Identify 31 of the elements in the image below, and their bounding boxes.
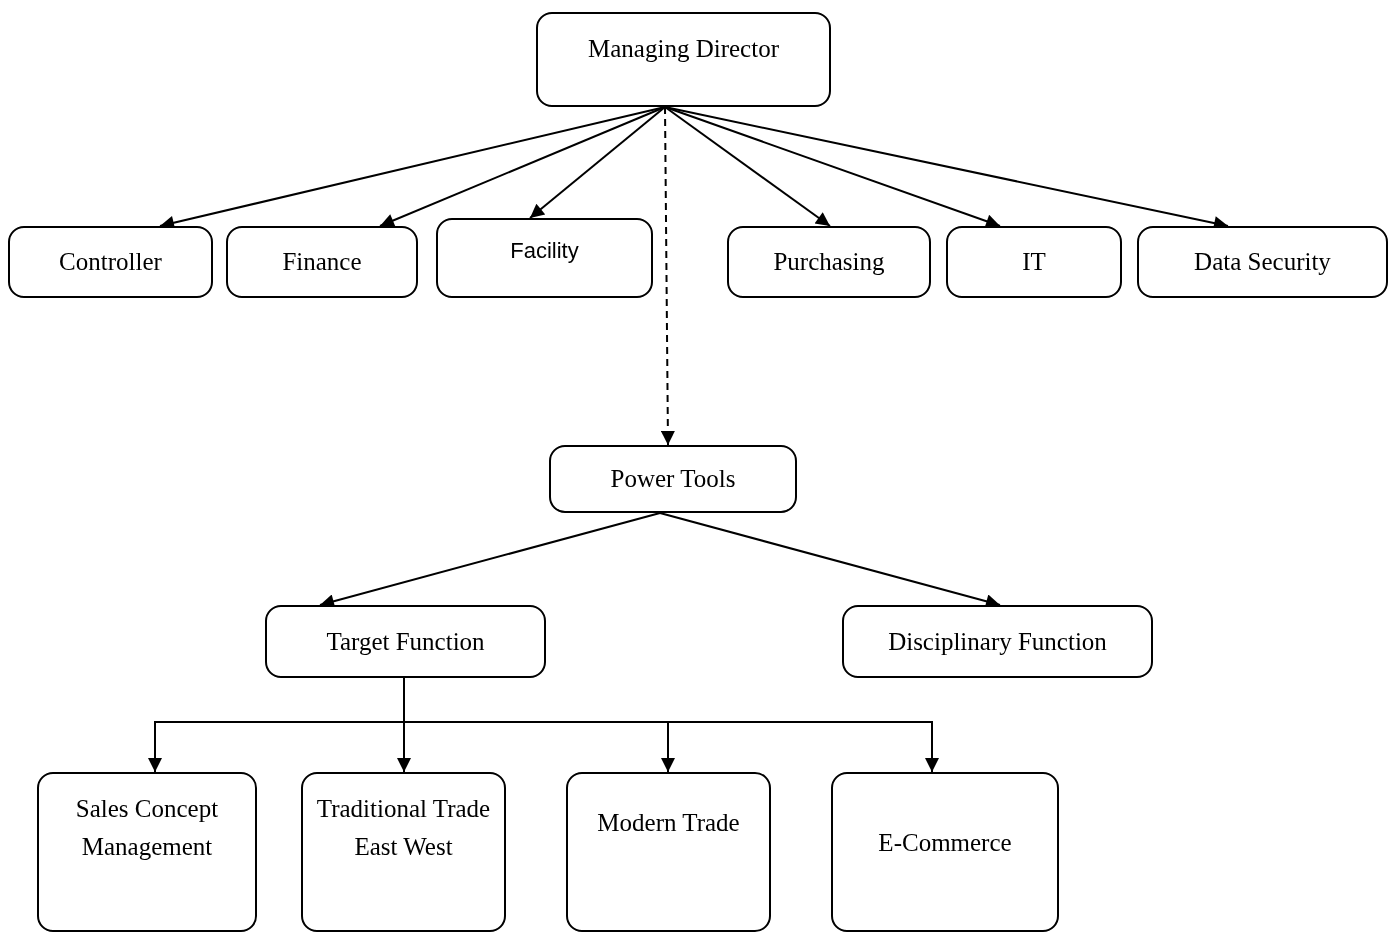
- org-unit-box: [8, 226, 213, 298]
- org-unit-box: [37, 772, 257, 932]
- unit-label: Finance: [282, 247, 362, 277]
- arrow: [529, 106, 666, 219]
- unit-label: E-Commerce: [878, 828, 1012, 858]
- unit-label: Power Tools: [610, 464, 736, 494]
- unit-label: Data Security: [1194, 247, 1331, 277]
- org-unit-box: [842, 605, 1153, 678]
- unit-label: Traditional Trade East West: [315, 794, 492, 862]
- unit-label: Managing Director: [588, 34, 779, 64]
- unit-label: Modern Trade: [597, 808, 740, 838]
- org-unit-box: [226, 226, 418, 298]
- org-unit-box: [727, 226, 931, 298]
- org-unit-box: [946, 226, 1122, 298]
- org-unit-box: [265, 605, 546, 678]
- org-unit-box: [1137, 226, 1388, 298]
- unit-label: Controller: [59, 247, 162, 277]
- arrow: [664, 106, 831, 227]
- unit-label: Target Function: [326, 627, 485, 657]
- org-unit-box: [549, 445, 797, 513]
- unit-label: Facility: [510, 238, 579, 264]
- unit-label: Disciplinary Function: [888, 627, 1107, 657]
- org-unit-box: [301, 772, 506, 932]
- org-unit-box: [566, 772, 771, 932]
- org-unit-box: [831, 772, 1059, 932]
- unit-label: Sales Concept Management: [74, 794, 220, 862]
- org-unit-box: [536, 12, 831, 107]
- org-unit-box: [436, 218, 653, 298]
- dashed-arrow: [660, 106, 675, 446]
- unit-label: Purchasing: [773, 247, 885, 277]
- unit-label: IT: [1022, 247, 1046, 277]
